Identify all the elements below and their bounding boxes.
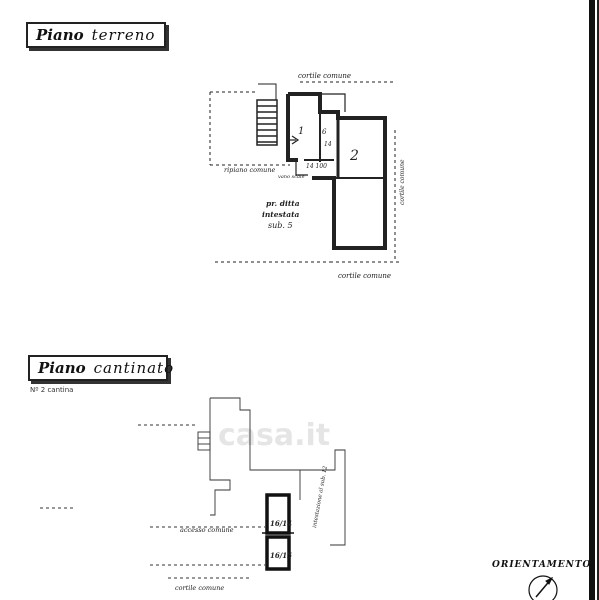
label-bottom: cortile comune (338, 272, 391, 280)
unit-walls (286, 92, 387, 250)
label-top: cortile comune (298, 72, 351, 80)
room-2-number: 2 (349, 148, 359, 164)
page-edge-border (589, 0, 595, 600)
orientation-label: ORIENTAMENTO (492, 560, 592, 570)
room-3b-number: 14 (324, 141, 332, 148)
basement-outline (209, 398, 231, 516)
room-1-number: 1 (298, 126, 304, 137)
cellar-1-number: 16/14 (270, 519, 292, 528)
ground-floor-labels: cortile comune cortile comune ripiano co… (224, 72, 406, 280)
room-4-number: 14 100 (306, 163, 327, 170)
ground-floor-title-light: terreno (91, 26, 156, 44)
label-access: accesso comune (180, 526, 234, 534)
room-3-number: 6 (322, 128, 327, 136)
basement-outline (210, 397, 346, 546)
ground-floor-plan (209, 81, 400, 263)
label-owner-3: sub. 5 (268, 221, 293, 230)
stairs (256, 83, 278, 146)
label-owner-2: intestata (262, 210, 300, 219)
ground-floor-title: Piano terreno (26, 22, 166, 48)
basement-labels: accesso comune cortile comune 16/14 16/1… (175, 465, 329, 592)
basement-title-light: cantinato (93, 359, 175, 377)
ground-floor-title-bold: Piano (36, 26, 84, 44)
basement-stairs (197, 431, 211, 451)
cellar-2-number: 16/15 (270, 551, 292, 560)
vano-outline (295, 160, 308, 176)
page-edge-border-outer (597, 0, 599, 600)
compass-icon (528, 575, 558, 600)
label-cortile: cortile comune (175, 584, 224, 592)
basement-plan (40, 397, 346, 579)
watermark: casa.it (218, 418, 331, 453)
basement-title-bold: Piano (38, 359, 86, 377)
label-right: cortile comune (399, 159, 406, 205)
label-basement-right: intestazione al sub. 12 (312, 465, 329, 528)
basement-title: Piano cantinato (28, 355, 173, 381)
label-owner-1: pr. ditta (266, 199, 300, 208)
label-vano: vano scale (278, 174, 305, 180)
basement-note: Nº 2 cantina (30, 386, 74, 394)
door-arrow-head (291, 135, 300, 145)
facade-line (320, 93, 346, 112)
label-left: ripiano comune (224, 166, 276, 174)
